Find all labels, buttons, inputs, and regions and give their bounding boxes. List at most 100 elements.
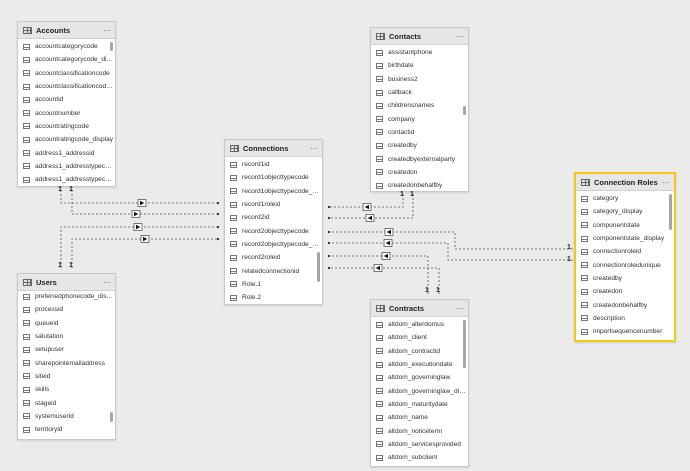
card-header[interactable]: Connection Roles ··· [576, 174, 674, 191]
field-row[interactable]: siteid [18, 370, 115, 383]
field-row[interactable]: altdom_client [371, 331, 468, 344]
field-row[interactable]: altdom_governinglaw [371, 371, 468, 384]
field-row[interactable]: category_display [576, 205, 674, 218]
field-row[interactable]: childrensnames [371, 99, 468, 112]
field-row[interactable]: Role.2 [225, 291, 322, 304]
field-icon [230, 214, 237, 221]
field-row[interactable]: altdom_alterdomus [371, 318, 468, 331]
field-row[interactable]: description [576, 312, 674, 325]
field-row[interactable]: componentstate [576, 219, 674, 232]
field-row[interactable]: altdom_governinglaw_display [371, 384, 468, 397]
field-row[interactable]: componentstate_display [576, 232, 674, 245]
more-options-icon[interactable]: ··· [103, 25, 111, 35]
field-row[interactable]: record1objecttypecode [225, 171, 322, 184]
field-row[interactable]: createdonbehalfby [576, 298, 674, 311]
scrollbar[interactable] [669, 194, 672, 230]
field-row[interactable]: sharepointemailaddress [18, 356, 115, 369]
field-row[interactable]: createdby [371, 139, 468, 152]
field-row[interactable]: altdom_name [371, 411, 468, 424]
field-row[interactable]: createdby [576, 272, 674, 285]
field-row[interactable]: record2objecttypecode [225, 224, 322, 237]
field-row[interactable]: processid [18, 303, 115, 316]
field-row[interactable]: accountcategorycode_display [18, 53, 115, 66]
scrollbar[interactable] [110, 412, 113, 422]
field-row[interactable]: altdom_executiondate [371, 358, 468, 371]
field-row[interactable]: createdon [576, 285, 674, 298]
field-row[interactable]: category [576, 192, 674, 205]
field-row[interactable]: record2roleid [225, 251, 322, 264]
field-row[interactable]: accountclassificationcode [18, 67, 115, 80]
field-row[interactable]: address1_addresstypecode_display [18, 173, 115, 186]
field-row[interactable]: accountclassificationcode_display [18, 80, 115, 93]
field-row[interactable]: relatedconnectionid [225, 264, 322, 277]
field-row[interactable]: birthdate [371, 59, 468, 72]
field-row[interactable]: altdom_subclient [371, 451, 468, 464]
more-options-icon[interactable]: ··· [662, 177, 670, 187]
field-row[interactable]: preferredphonecode_display [18, 290, 115, 303]
field-row[interactable]: setupuser [18, 343, 115, 356]
field-row[interactable]: record2id [225, 211, 322, 224]
field-row[interactable]: importsequencenumber [576, 325, 674, 338]
more-options-icon[interactable]: ··· [103, 277, 111, 287]
field-row[interactable]: connectionroleid [576, 245, 674, 258]
field-row[interactable]: skills [18, 383, 115, 396]
field-row[interactable]: altdom_maturitydate [371, 398, 468, 411]
more-options-icon[interactable]: ··· [456, 31, 464, 41]
field-row[interactable]: queueid [18, 317, 115, 330]
field-row[interactable]: altdom_contractid [371, 345, 468, 358]
field-row[interactable]: record1id [225, 158, 322, 171]
field-row[interactable]: altdom_noticeterm [371, 424, 468, 437]
field-row[interactable]: accountnumber [18, 106, 115, 119]
field-row[interactable]: Role.1 [225, 278, 322, 291]
field-row[interactable]: business2 [371, 73, 468, 86]
field-row[interactable]: assistantphone [371, 46, 468, 59]
field-icon [376, 129, 383, 136]
scrollbar[interactable] [463, 320, 466, 368]
field-row[interactable]: address1_addresstypecode [18, 160, 115, 173]
field-row[interactable]: accountid [18, 93, 115, 106]
scrollbar[interactable] [110, 42, 113, 51]
field-row[interactable]: record1objecttypecode_display [225, 185, 322, 198]
field-row[interactable]: address1_addressid [18, 146, 115, 159]
field-row[interactable]: createdonbehalfby [371, 179, 468, 191]
field-row[interactable]: record1roleid [225, 198, 322, 211]
field-row[interactable]: accountcategorycode [18, 40, 115, 53]
field-row[interactable]: accountratingcode_display [18, 133, 115, 146]
field-row[interactable]: systemuserid [18, 410, 115, 423]
field-row[interactable]: callback [371, 86, 468, 99]
field-row[interactable]: record2objecttypecode_display [225, 238, 322, 251]
field-row[interactable]: altdom_servicesprovided [371, 438, 468, 451]
field-row[interactable]: salutation [18, 330, 115, 343]
card-header[interactable]: Contacts ··· [371, 28, 468, 45]
more-options-icon[interactable]: ··· [310, 143, 318, 153]
field-row[interactable]: stageid [18, 396, 115, 409]
field-row[interactable]: timezoneruleversionnumber [18, 436, 115, 439]
field-row[interactable]: createdon [371, 166, 468, 179]
card-header[interactable]: Contracts ··· [371, 300, 468, 317]
field-row[interactable]: company [371, 112, 468, 125]
card-header[interactable]: Accounts ··· [18, 22, 115, 39]
card-header[interactable]: Users ··· [18, 274, 115, 291]
field-row[interactable]: contactid [371, 126, 468, 139]
field-row[interactable]: createdbyexternalparty [371, 152, 468, 165]
field-row[interactable]: connectionroleidunique [576, 258, 674, 271]
field-row[interactable]: accountratingcode [18, 120, 115, 133]
field-row[interactable]: territoryid [18, 423, 115, 436]
scrollbar[interactable] [317, 252, 320, 282]
scrollbar[interactable] [463, 106, 466, 115]
more-options-icon[interactable]: ··· [456, 303, 464, 313]
card-header[interactable]: Connections ··· [225, 140, 322, 157]
